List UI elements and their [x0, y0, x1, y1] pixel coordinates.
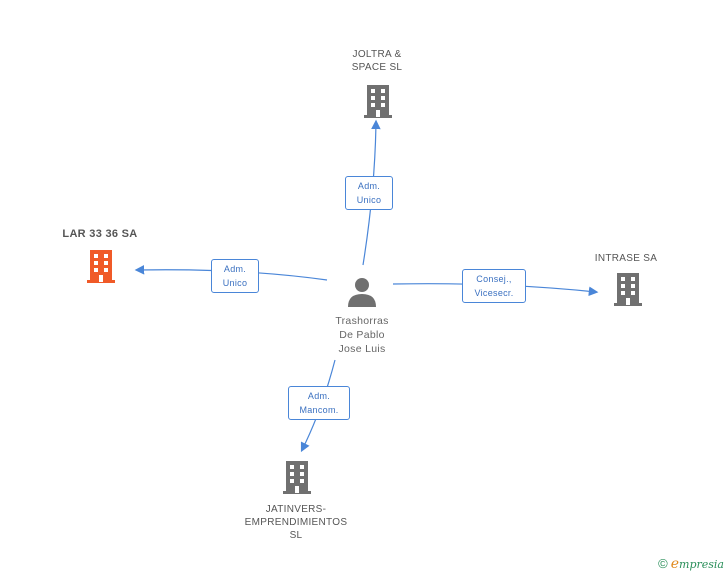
center-person-label[interactable]: Trashorras De Pablo Jose Luis — [335, 315, 389, 355]
relation-jatinvers-badge[interactable]: Adm. Mancom. — [288, 386, 350, 420]
person-icon[interactable] — [345, 276, 379, 308]
node-jatinvers-label[interactable]: JATINVERS- EMPRENDIMIENTOS SL — [244, 504, 348, 541]
building-icon[interactable] — [362, 83, 394, 119]
copyright-symbol: © — [658, 556, 668, 571]
node-lar-label[interactable]: LAR 33 36 SA — [62, 228, 138, 240]
relation-intrase-badge[interactable]: Consej., Vicesecr. — [462, 269, 526, 303]
empresia-watermark: © empresia — [658, 556, 724, 572]
brand-initial: e — [670, 556, 680, 572]
building-icon[interactable] — [612, 271, 644, 307]
node-intrase-label[interactable]: INTRASE SA — [594, 253, 658, 264]
relation-lar-badge[interactable]: Adm. Unico — [211, 259, 259, 293]
building-icon[interactable] — [85, 248, 117, 284]
building-icon[interactable] — [281, 459, 313, 495]
brand-name: mpresia — [679, 558, 724, 571]
relation-joltra-badge[interactable]: Adm. Unico — [345, 176, 393, 210]
node-joltra-label[interactable]: JOLTRA & SPACE SL — [351, 49, 403, 73]
